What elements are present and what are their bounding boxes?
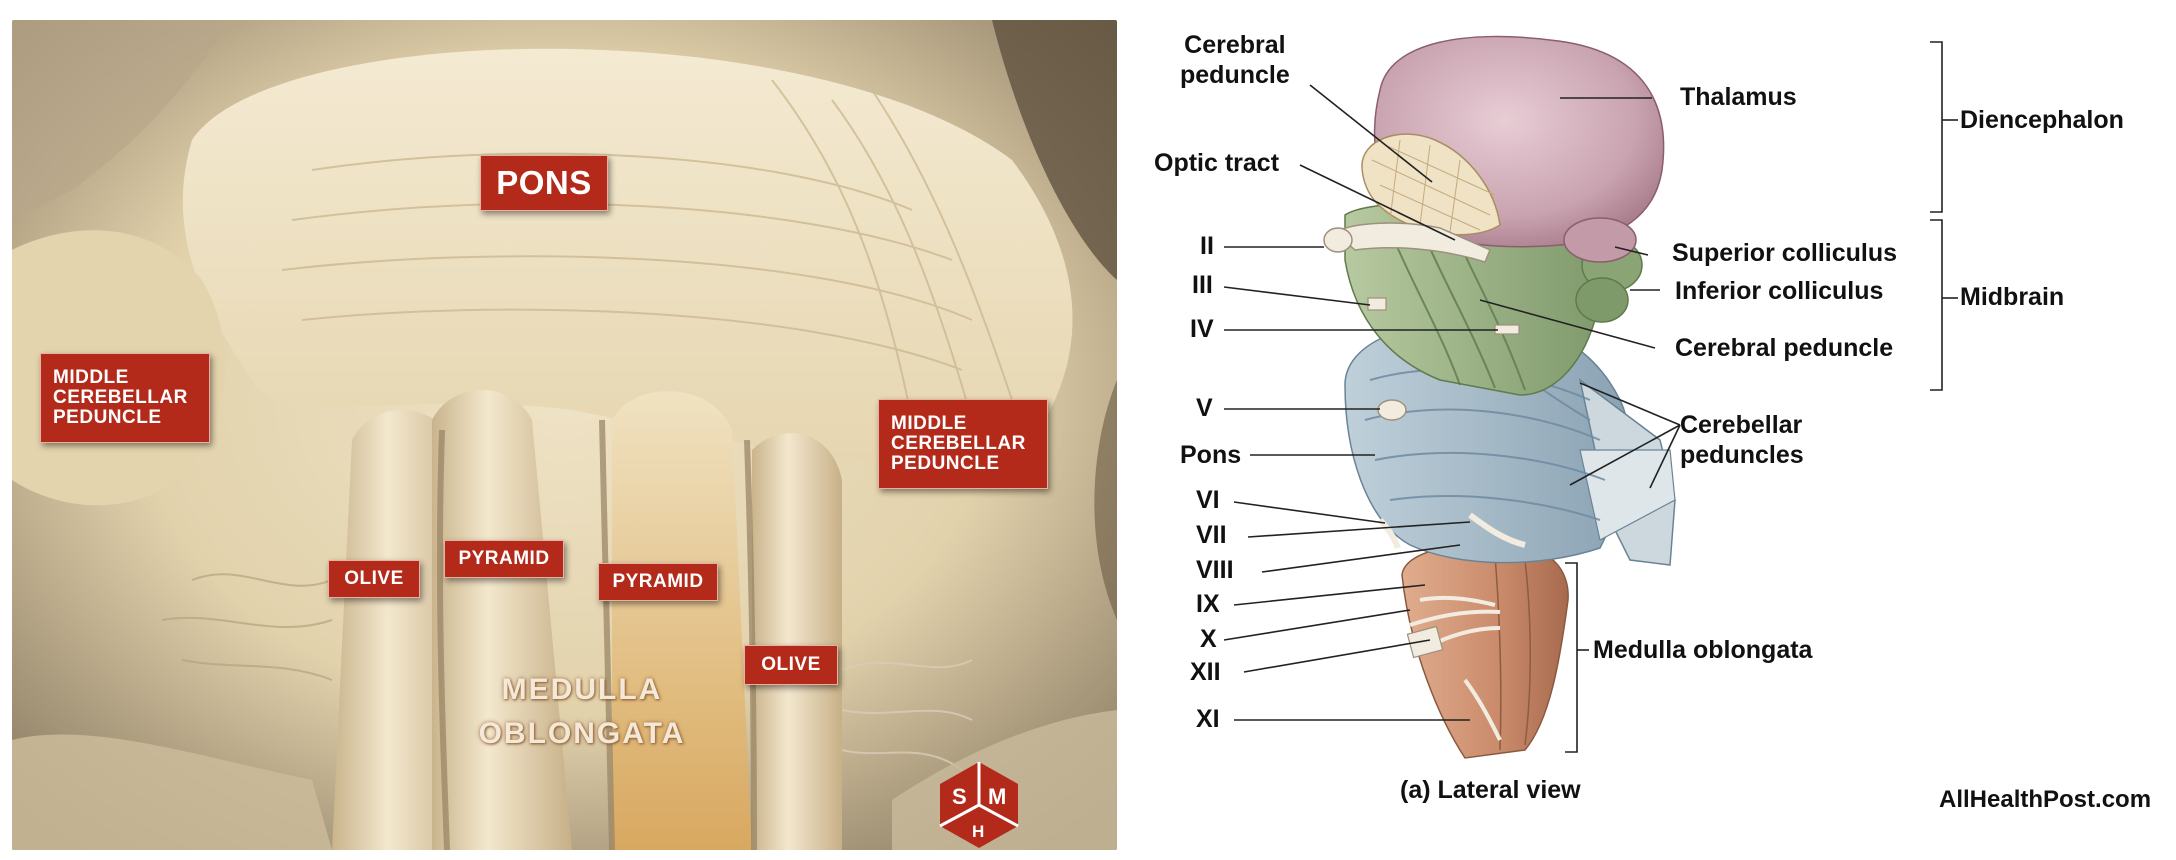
label-superior-colliculus: Superior colliculus [1672, 239, 1898, 267]
label-nerve-xii: XII [1190, 658, 1221, 686]
label-nerve-ix: IX [1196, 590, 1220, 618]
label-diencephalon: Diencephalon [1960, 106, 2124, 134]
label-nerve-ii: II [1200, 232, 1214, 260]
label-medulla-oblongata-photo: MEDULLA OBLONGATA [478, 673, 686, 750]
brainstem-lateral-illustration [1223, 35, 1958, 759]
hexagon-logo-icon [939, 762, 1019, 848]
label-medulla-oblongata-diagram: Medulla oblongata [1593, 636, 1813, 664]
label-nerve-iii: III [1192, 271, 1213, 299]
label-middle-cerebellar-peduncle-right: MIDDLE CEREBELLAR PEDUNCLE [878, 399, 1048, 489]
logo-letter-s: S [952, 784, 967, 809]
label-pyramid-right: PYRAMID [598, 563, 718, 601]
label-optic-tract: Optic tract [1154, 149, 1280, 177]
label-pons: PONS [480, 155, 608, 211]
label-nerve-v: V [1196, 394, 1213, 422]
logo: S M H [938, 760, 1020, 850]
label-midbrain: Midbrain [1960, 283, 2065, 311]
label-nerve-iv: IV [1190, 315, 1214, 343]
source-credit: AllHealthPost.com [1939, 786, 2152, 813]
label-nerve-xi: XI [1196, 705, 1220, 733]
label-cerebellar-peduncles: Cerebellar peduncles [1680, 411, 1804, 469]
logo-letter-h: H [972, 822, 985, 841]
label-inferior-colliculus: Inferior colliculus [1675, 277, 1884, 305]
label-nerve-vii: VII [1196, 521, 1227, 549]
label-nerve-x: X [1200, 625, 1217, 653]
label-olive-right: OLIVE [744, 645, 838, 685]
dissection-photo: PONS MIDDLE CEREBELLAR PEDUNCLE MIDDLE C… [12, 20, 1117, 850]
label-pons-diagram: Pons [1180, 441, 1242, 469]
label-nerve-vi: VI [1196, 486, 1220, 514]
label-cerebral-peduncle-mid: Cerebral peduncle [1675, 334, 1894, 362]
logo-letter-m: M [988, 784, 1007, 809]
label-middle-cerebellar-peduncle-left: MIDDLE CEREBELLAR PEDUNCLE [40, 353, 210, 443]
caption-lateral-view: (a) Lateral view [1400, 776, 1581, 804]
label-nerve-viii: VIII [1196, 556, 1234, 584]
label-pyramid-left: PYRAMID [444, 540, 564, 578]
lateral-view-diagram: Cerebral peduncle Optic tract Thalamus D… [1140, 0, 2176, 860]
label-olive-left: OLIVE [328, 560, 420, 598]
label-thalamus: Thalamus [1680, 83, 1797, 111]
label-cerebral-peduncle-top: Cerebral peduncle [1180, 31, 1290, 89]
